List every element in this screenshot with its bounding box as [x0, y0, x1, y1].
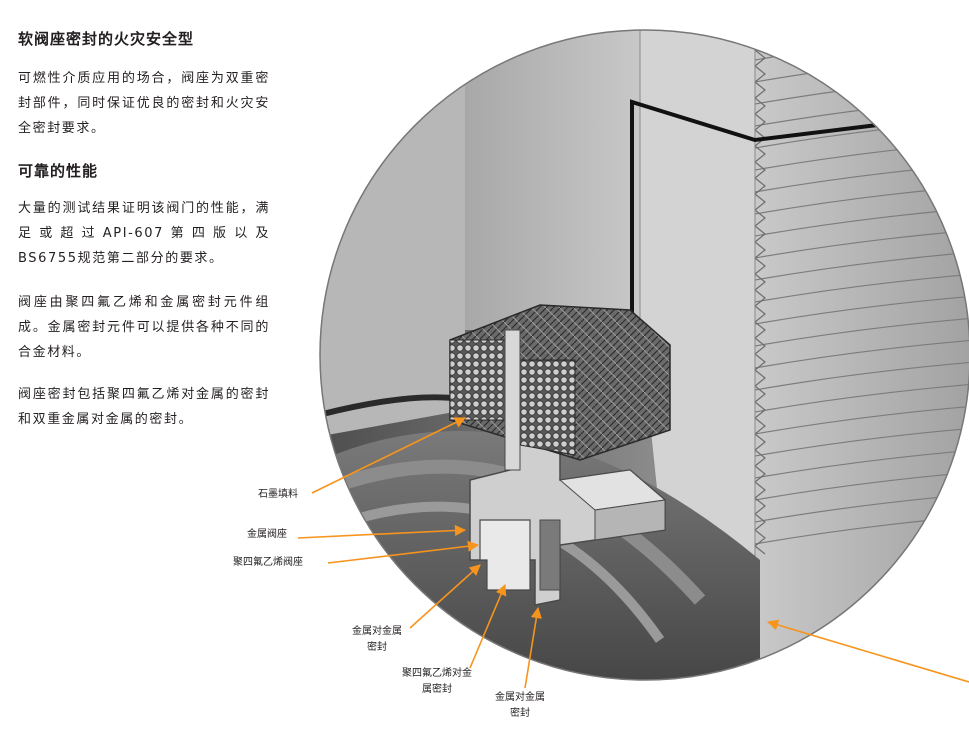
- label-graphite-packing: 石墨填料: [258, 489, 298, 500]
- label-line: 金属对金属: [495, 692, 545, 703]
- label-line: 属密封: [422, 684, 452, 695]
- fire-safe-description: 可燃性介质应用的场合，阀座为双重密封部件，同时保证优良的密封和火灾安全密封要求。: [18, 71, 270, 136]
- label-line: 金属对金属: [352, 626, 402, 637]
- label-metal-to-metal-seal-1: 金属对金属 密封: [352, 624, 402, 656]
- arrow-metal-seat: [297, 524, 467, 539]
- arrow-metal-to-metal-1: [409, 564, 481, 629]
- label-ptfe-seat: 聚四氟乙烯阀座: [233, 557, 303, 568]
- label-line: 密封: [367, 642, 387, 653]
- label-line: 密封: [510, 708, 530, 719]
- label-ptfe-to-metal-seal: 聚四氟乙烯对金 属密封: [402, 666, 472, 698]
- graphite-packing: [449, 304, 671, 471]
- magnified-view: [320, 30, 969, 680]
- arrow-metal-to-metal-2: [524, 606, 542, 689]
- callout-arrows: [297, 417, 969, 689]
- performance-paragraph-3: 阀座密封包括聚四氟乙烯对金属的密封和双重金属对金属的密封。: [18, 387, 270, 427]
- performance-paragraph-2: 阀座由聚四氟乙烯和金属密封元件组成。金属密封元件可以提供各种不同的合金材料。: [18, 295, 270, 360]
- label-metal-seat: 金属阀座: [247, 529, 287, 540]
- section-title-fire-safe: 软阀座密封的火灾安全型: [18, 30, 195, 48]
- arrow-graphite: [311, 417, 467, 494]
- label-metal-to-metal-seal-2: 金属对金属 密封: [495, 690, 545, 722]
- performance-paragraph-1: 大量的测试结果证明该阀门的性能，满足或超过API-607第四版以及BS6755规…: [18, 201, 270, 266]
- section-title-reliable-performance: 可靠的性能: [18, 162, 99, 180]
- label-line: 聚四氟乙烯对金: [402, 668, 472, 679]
- arrow-stem-seal: [766, 619, 969, 683]
- arrow-ptfe-seat: [327, 540, 480, 564]
- arrow-ptfe-to-metal: [469, 583, 507, 669]
- magnifier-outline: [319, 29, 969, 681]
